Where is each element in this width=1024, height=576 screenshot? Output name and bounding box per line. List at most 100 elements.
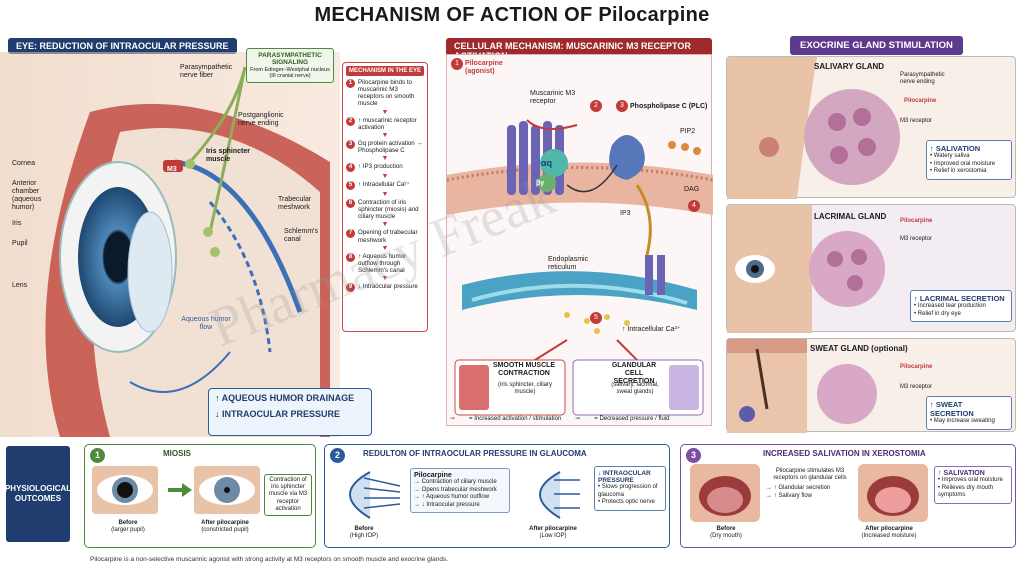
mechanism-step: 8↑ Aqueous humor outflow through Schlemm… [346, 252, 424, 274]
miosis-desc: Contraction of iris sphincter muscle via… [264, 474, 312, 516]
glaucoma-before: Before(High IOP) [349, 526, 379, 540]
physiological-outcomes-label: PHYSIOLOGICAL OUTCOMES [5, 446, 71, 542]
salivary-illustration [727, 57, 900, 199]
down-arrow-icon: ▼ [381, 244, 389, 252]
xerostomia-mid-text: Pilocarpine stimulates M3 receptors on g… [773, 468, 847, 482]
salivary-m3-label: M3 receptor [900, 118, 933, 124]
step-text: ↑ IP3 production [358, 163, 403, 170]
pressure-down-text: ↓ INTRAOCULAR PRESSURE [215, 409, 341, 419]
sweat-effect: ↑ SWEAT SECRETION [930, 400, 974, 418]
glaucoma-side-title: ↓ INTRAOCULAR PRESSURE [598, 470, 651, 484]
step-5-badge: 5 [590, 312, 602, 324]
step-2-badge: 2 [590, 100, 602, 112]
glandular-secretion-title: GLANDULAR CELL SECRETION [611, 362, 657, 386]
legend-red-text: = Increased activation / stimulation [469, 416, 562, 422]
xerostomia-number: 3 [686, 448, 701, 463]
glaucoma-side-item: • Protects optic nerve [598, 499, 655, 505]
pip2-label: PIP2 [680, 128, 696, 135]
glaucoma-illustration [349, 471, 580, 519]
xerostomia-mid-item: → ↑ Glandular secretion [766, 485, 831, 492]
eye-outcome-box: ↑ AQUEOUS HUMOR DRAINAGE ↓ INTRAOCULAR P… [208, 388, 372, 436]
lacrimal-m3-label: M3 receptor [900, 236, 933, 242]
sweat-illustration [727, 339, 877, 433]
lacrimal-panel [726, 204, 1016, 333]
step-number-badge: 9 [346, 283, 355, 292]
iris-sphincter-label: Iris sphincter muscle [206, 148, 250, 164]
ip3-label: IP3 [620, 210, 631, 217]
miosis-panel [84, 444, 316, 548]
sweat-m3-label: M3 receptor [900, 384, 933, 390]
dag-label: DAG [684, 186, 700, 193]
beta-gamma-label: βγ [536, 180, 545, 187]
xerostomia-mid: Pilocarpine stimulates M3 receptors on g… [766, 468, 854, 500]
xerostomia-illustration [690, 464, 928, 522]
step-number-badge: 2 [346, 116, 355, 126]
step-text: Gq protein activation → Phospholipase C [358, 139, 423, 154]
step-number-badge: 3 [346, 139, 355, 149]
mechanism-step: 4↑ IP3 production [346, 163, 424, 172]
miosis-eyes [92, 466, 260, 514]
sweat-title: SWEAT GLAND (optional) [810, 344, 908, 353]
step-number-badge: 8 [346, 252, 355, 262]
xerostomia-mid-item: → ↑ Salivary flow [766, 492, 813, 499]
cellular-panel [446, 54, 714, 426]
salivary-bullet: • Watery saliva [930, 153, 970, 159]
glaucoma-steps-box: Pilocarpine → Contraction of ciliary mus… [410, 468, 510, 513]
glaucoma-step: → ↑ Aqueous humor outflow [414, 494, 490, 500]
sweat-pilo-label: Pilocarpine [900, 364, 933, 370]
legend-blue-text: = Decreased pressure / fluid [594, 416, 670, 422]
eye-illustration [0, 52, 340, 437]
intracellular-ca-label: ↑ Intracellular Ca²⁺ [622, 326, 681, 333]
salivary-effect-box: ↑ SALIVATION • Watery saliva • Improved … [926, 140, 1012, 180]
xerostomia-side-item: • Relieves dry mouth symptoms [938, 484, 994, 499]
salivary-effect: ↑ SALIVATION [930, 144, 981, 153]
lacrimal-title: LACRIMAL GLAND [814, 212, 887, 221]
down-arrow-icon: ▼ [381, 131, 389, 139]
glandular-secretion-sub: (salivary, lacrimal, sweat glands) [611, 382, 659, 396]
lens-label: Lens [12, 282, 28, 289]
xerostomia-after: After pilocarpine(Increased moisture) [861, 526, 917, 540]
step-4-badge: 4 [688, 200, 700, 212]
pupil-label: Pupil [12, 240, 28, 247]
xerostomia-panel [680, 444, 1016, 548]
footer-note: Pilocarpine is a non-selective muscarini… [90, 556, 449, 563]
glaucoma-number: 2 [330, 448, 345, 463]
alpha-q-label: αq [541, 158, 553, 168]
down-arrow-icon: ▼ [381, 191, 389, 198]
down-arrow-icon: ▼ [381, 173, 389, 180]
salivary-bullet: • Improved oral moisture [930, 160, 996, 167]
step-number-badge: 6 [346, 199, 355, 208]
xerostomia-before: Before(Dry mouth) [710, 526, 742, 540]
glaucoma-after: After pilocarpine(Low IOP) [529, 526, 577, 540]
parasympathetic-box: PARASYMPATHETIC SIGNALING From Edinger–W… [246, 48, 334, 83]
xerostomia-title: INCREASED SALIVATION IN XEROSTOMIA [763, 449, 926, 458]
glaucoma-side-item: • Slows progression of glaucoma [598, 484, 658, 498]
schlemm-label: Schlemm's canal [284, 228, 319, 244]
glaucoma-side-box: ↓ INTRAOCULAR PRESSURE • Slows progressi… [594, 466, 666, 511]
eye-section-header: EYE: REDUCTION OF INTRAOCULAR PRESSURE [8, 38, 237, 54]
mechanism-step: 2↑ muscarinic receptor activation [346, 116, 424, 131]
lacrimal-illustration [727, 205, 885, 333]
salivary-title: SALIVARY GLAND [814, 62, 885, 71]
mechanism-step: 9↓ Intraocular pressure [346, 283, 424, 292]
smooth-muscle-title: SMOOTH MUSCLE CONTRACTION [492, 362, 556, 378]
xerostomia-side-box: ↑ SALIVATION • Improves oral moisture • … [934, 466, 1012, 504]
cellular-legend: ➞ = Increased activation / stimulation ➞… [450, 416, 670, 423]
down-arrow-icon: ▼ [381, 275, 389, 282]
step-number-badge: 5 [346, 181, 355, 190]
glaucoma-step: → Contraction of ciliary muscle [414, 479, 497, 485]
exocrine-header: EXOCRINE GLAND STIMULATION [790, 36, 963, 55]
down-arrow-icon: ▼ [381, 221, 389, 229]
drainage-up-text: ↑ AQUEOUS HUMOR DRAINAGE [215, 393, 355, 403]
step-number-badge: 4 [346, 163, 355, 172]
xerostomia-side-title: ↑ SALIVATION [938, 470, 985, 477]
miosis-title: MIOSIS [163, 449, 192, 458]
legend-blue-arrow-icon: ➞ [575, 416, 581, 422]
step-text: ↑ Aqueous humor outflow through Schlemm'… [358, 252, 407, 274]
iris-label: Iris [12, 220, 22, 227]
